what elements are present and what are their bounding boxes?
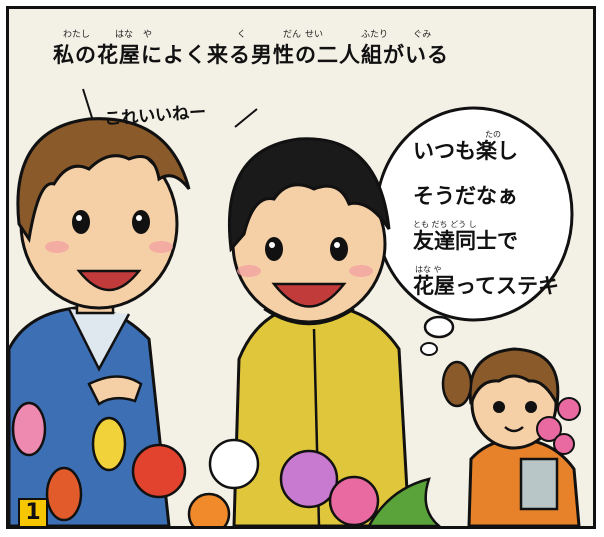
panel-number-badge: 1 (18, 498, 48, 526)
thought-dot-large (423, 315, 455, 339)
scene-illustration (9, 88, 581, 526)
ruby-futari: ふたり (361, 30, 389, 40)
tulip-red (45, 466, 83, 522)
chatter-line-left (82, 88, 94, 122)
bubble-line-1: たの いつも楽し (413, 131, 518, 163)
bubble-line-2-text: そうだなぁ (413, 184, 518, 208)
man-center (227, 137, 411, 526)
pointing-hand (87, 375, 143, 406)
ruby-sei: せい (305, 30, 324, 40)
bubble-ruby-4: はな や (415, 265, 442, 274)
carnation-red (131, 443, 187, 499)
chatter-line-right (234, 108, 258, 128)
bubble-line-4-text: 花屋ってステキ (413, 274, 559, 298)
bubble-ruby-3: とも だち どう し (413, 220, 477, 229)
foreground-flowers (11, 401, 441, 526)
caption-text: 私の花屋によく来る男性の二人組がいる (53, 43, 449, 67)
tulip-yellow (91, 416, 127, 472)
ruby-watashi: わたし (63, 30, 91, 40)
speech-bubble (374, 106, 574, 356)
ruby-dan: だん (283, 30, 302, 40)
ruby-ku: く (237, 30, 247, 40)
tulip-pink (11, 401, 47, 457)
flower-vase (519, 457, 559, 511)
ruby-hana: はな (115, 30, 134, 40)
caption-box: わたし はな や く だん せい ふたり ぐみ 私の花屋によく来る男性の二人組が… (9, 9, 593, 95)
flower-white (208, 438, 260, 490)
florist-woman (441, 347, 581, 526)
bubble-line-2: そうだなぁ (413, 186, 518, 207)
comic-panel: わたし はな や く だん せい ふたり ぐみ 私の花屋によく来る男性の二人組が… (6, 6, 596, 529)
bubble-line-3: とも だち どう し 友達同士で (413, 221, 518, 253)
thought-dot-small (420, 342, 438, 356)
flower-orange (187, 492, 231, 526)
bubble-line-4: はな や 花屋ってステキ (413, 266, 559, 298)
flower-purple (279, 449, 339, 509)
ruby-gumi: ぐみ (413, 30, 432, 40)
bubble-line-1-text: いつも楽し (413, 139, 518, 163)
leaf (367, 477, 441, 526)
flower-pink (328, 475, 380, 526)
bubble-line-3-text: 友達同士で (413, 229, 518, 253)
man-left (9, 117, 191, 526)
hair-left (16, 117, 191, 243)
bubble-ruby-1: たの (485, 130, 501, 139)
ruby-ya: や (143, 30, 153, 40)
hair-center (227, 137, 391, 253)
